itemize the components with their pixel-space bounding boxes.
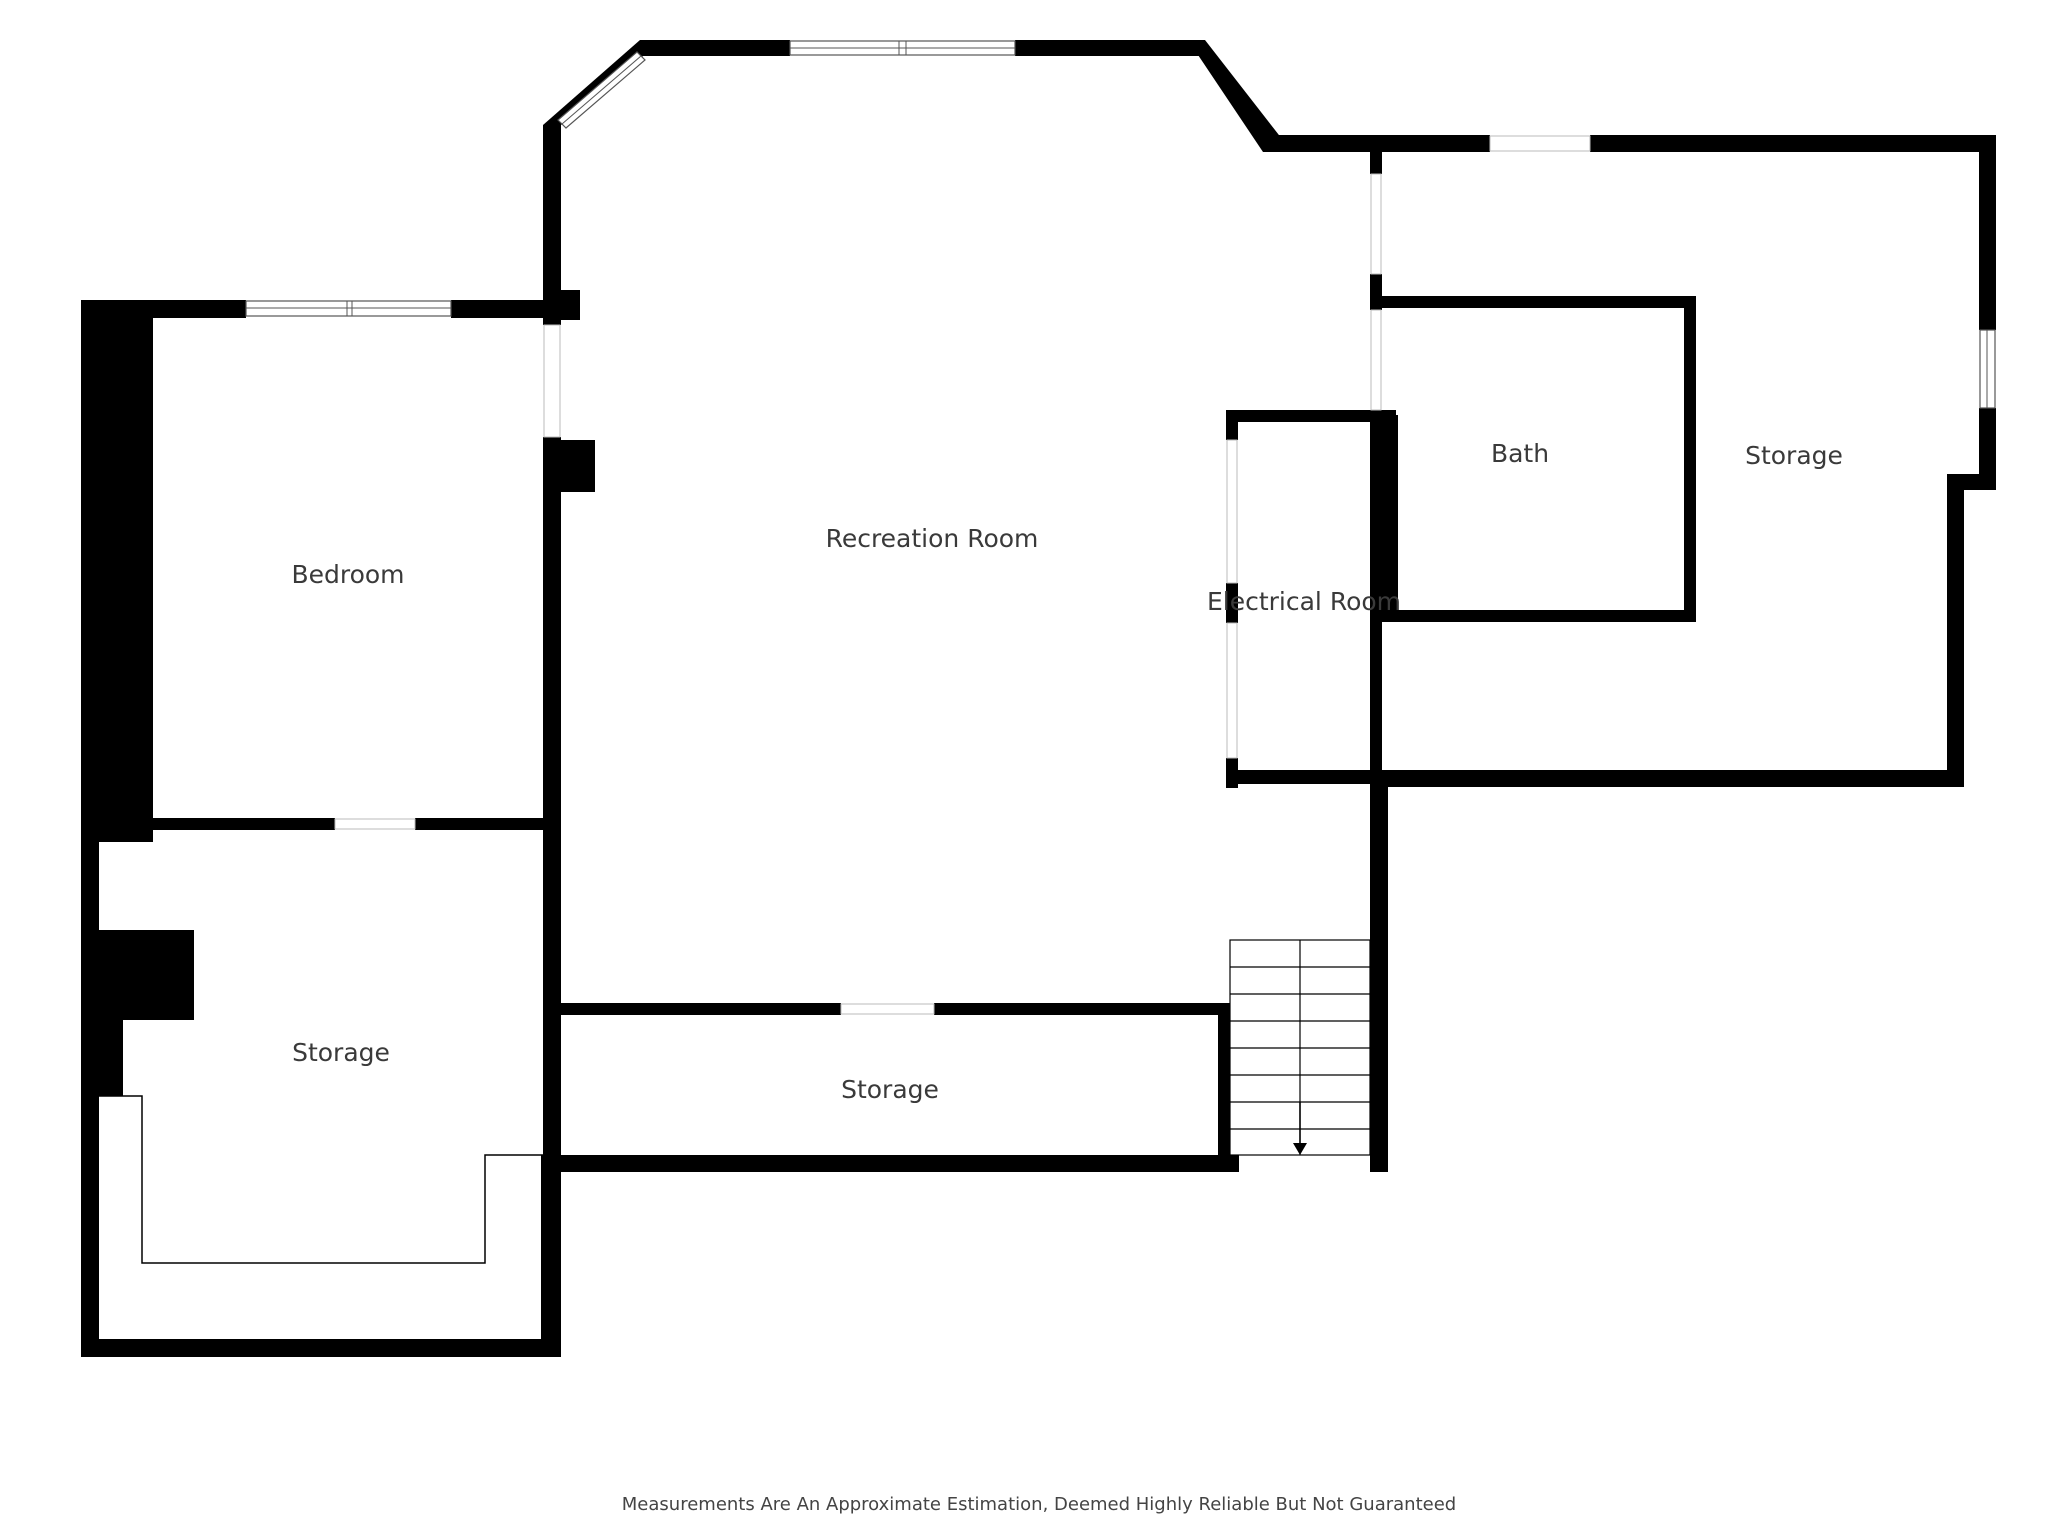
window-rec-top [789,40,1016,56]
window-east-right [1979,329,1996,409]
opening-east-top [1490,135,1590,152]
wall-bath-bottom [1378,610,1696,622]
room-label-electrical-room: Electrical Room [1207,587,1401,616]
wall-rec-top-left [640,40,790,56]
window-rec-angled [557,51,646,129]
built-in-outline [99,1095,543,1264]
wall-bath-left [1378,415,1398,622]
windows [245,40,1996,409]
wall-electrical-right [1370,410,1382,790]
staircase[interactable] [1229,939,1371,1156]
wall-rec-angled-nw [543,40,649,125]
disclaimer-text: Measurements Are An Approximate Estimati… [622,1494,1456,1515]
wall-bedroom-bottom-left [151,818,335,830]
room-label-bath: Bath [1491,439,1549,468]
wall-storage-south-top-right [934,1003,1230,1015]
room-label-storage-south: Storage [841,1075,939,1104]
wall-west-bottom [81,1339,561,1357]
opening-electrical-lower [1226,623,1238,758]
opening-rec-to-storage-south [841,1003,934,1015]
wall-rec-west-column [551,440,595,492]
room-label-storage-west: Storage [292,1038,390,1067]
storage-west-built-in [99,1095,543,1264]
opening-rec-to-bedroom [543,325,561,437]
wall-rec-angled-ne [1188,40,1282,152]
wall-east-bottom [1378,770,1964,787]
wall-rec-top-right [1015,40,1200,56]
wall-east-right-step [1947,474,1964,786]
wall-storage-west-block-lower [93,1018,123,1096]
wall-bath-right [1684,296,1696,622]
stair-direction-arrow-icon [1293,1143,1307,1155]
opening-electrical-upper [1226,440,1238,583]
wall-stair-east [1370,780,1388,1172]
wall-electrical-left-top [1226,410,1238,440]
wall-rec-west-upper [543,125,561,325]
wall-west-inner-right-lower [541,1155,561,1357]
wall-storage-south-right [1218,1003,1230,1168]
wall-bedroom-right [543,437,561,827]
wall-electrical-left-mid [1226,583,1238,623]
wall-storage-west-block [93,930,194,1020]
wall-storage-south-top-left [551,1003,841,1015]
wall-west-thick-left [81,300,153,842]
wall-east-right-lower [1979,408,1996,490]
opening-rec-to-bath-corridor [1370,310,1382,410]
room-label-bedroom: Bedroom [291,560,404,589]
opening-rec-to-east-upper [1370,174,1382,274]
wall-bedroom-bottom-right [415,818,561,830]
wall-electrical-top [1226,410,1396,422]
wall-east-right-upper [1979,135,1996,330]
window-bedroom-top [245,300,452,317]
wall-storage-west-right [543,825,561,1165]
wall-rec-east-upper [1370,152,1382,174]
wall-storage-south-bottom [551,1155,1239,1172]
wall-east-top-left [1263,135,1490,152]
wall-bath-top [1370,296,1696,308]
room-labels: Bedroom Recreation Room Electrical Room … [291,439,1842,1104]
room-label-recreation-room: Recreation Room [826,524,1039,553]
wall-electrical-bottom [1226,770,1386,784]
room-label-storage-east: Storage [1745,441,1843,470]
wall-stair-bottom-stub [1370,1155,1388,1172]
walls [81,40,1996,1357]
door-openings [334,135,1591,1015]
wall-east-top-right [1590,135,1996,152]
wall-rec-west-stub [551,290,580,320]
opening-bedroom-to-storage [335,818,415,830]
